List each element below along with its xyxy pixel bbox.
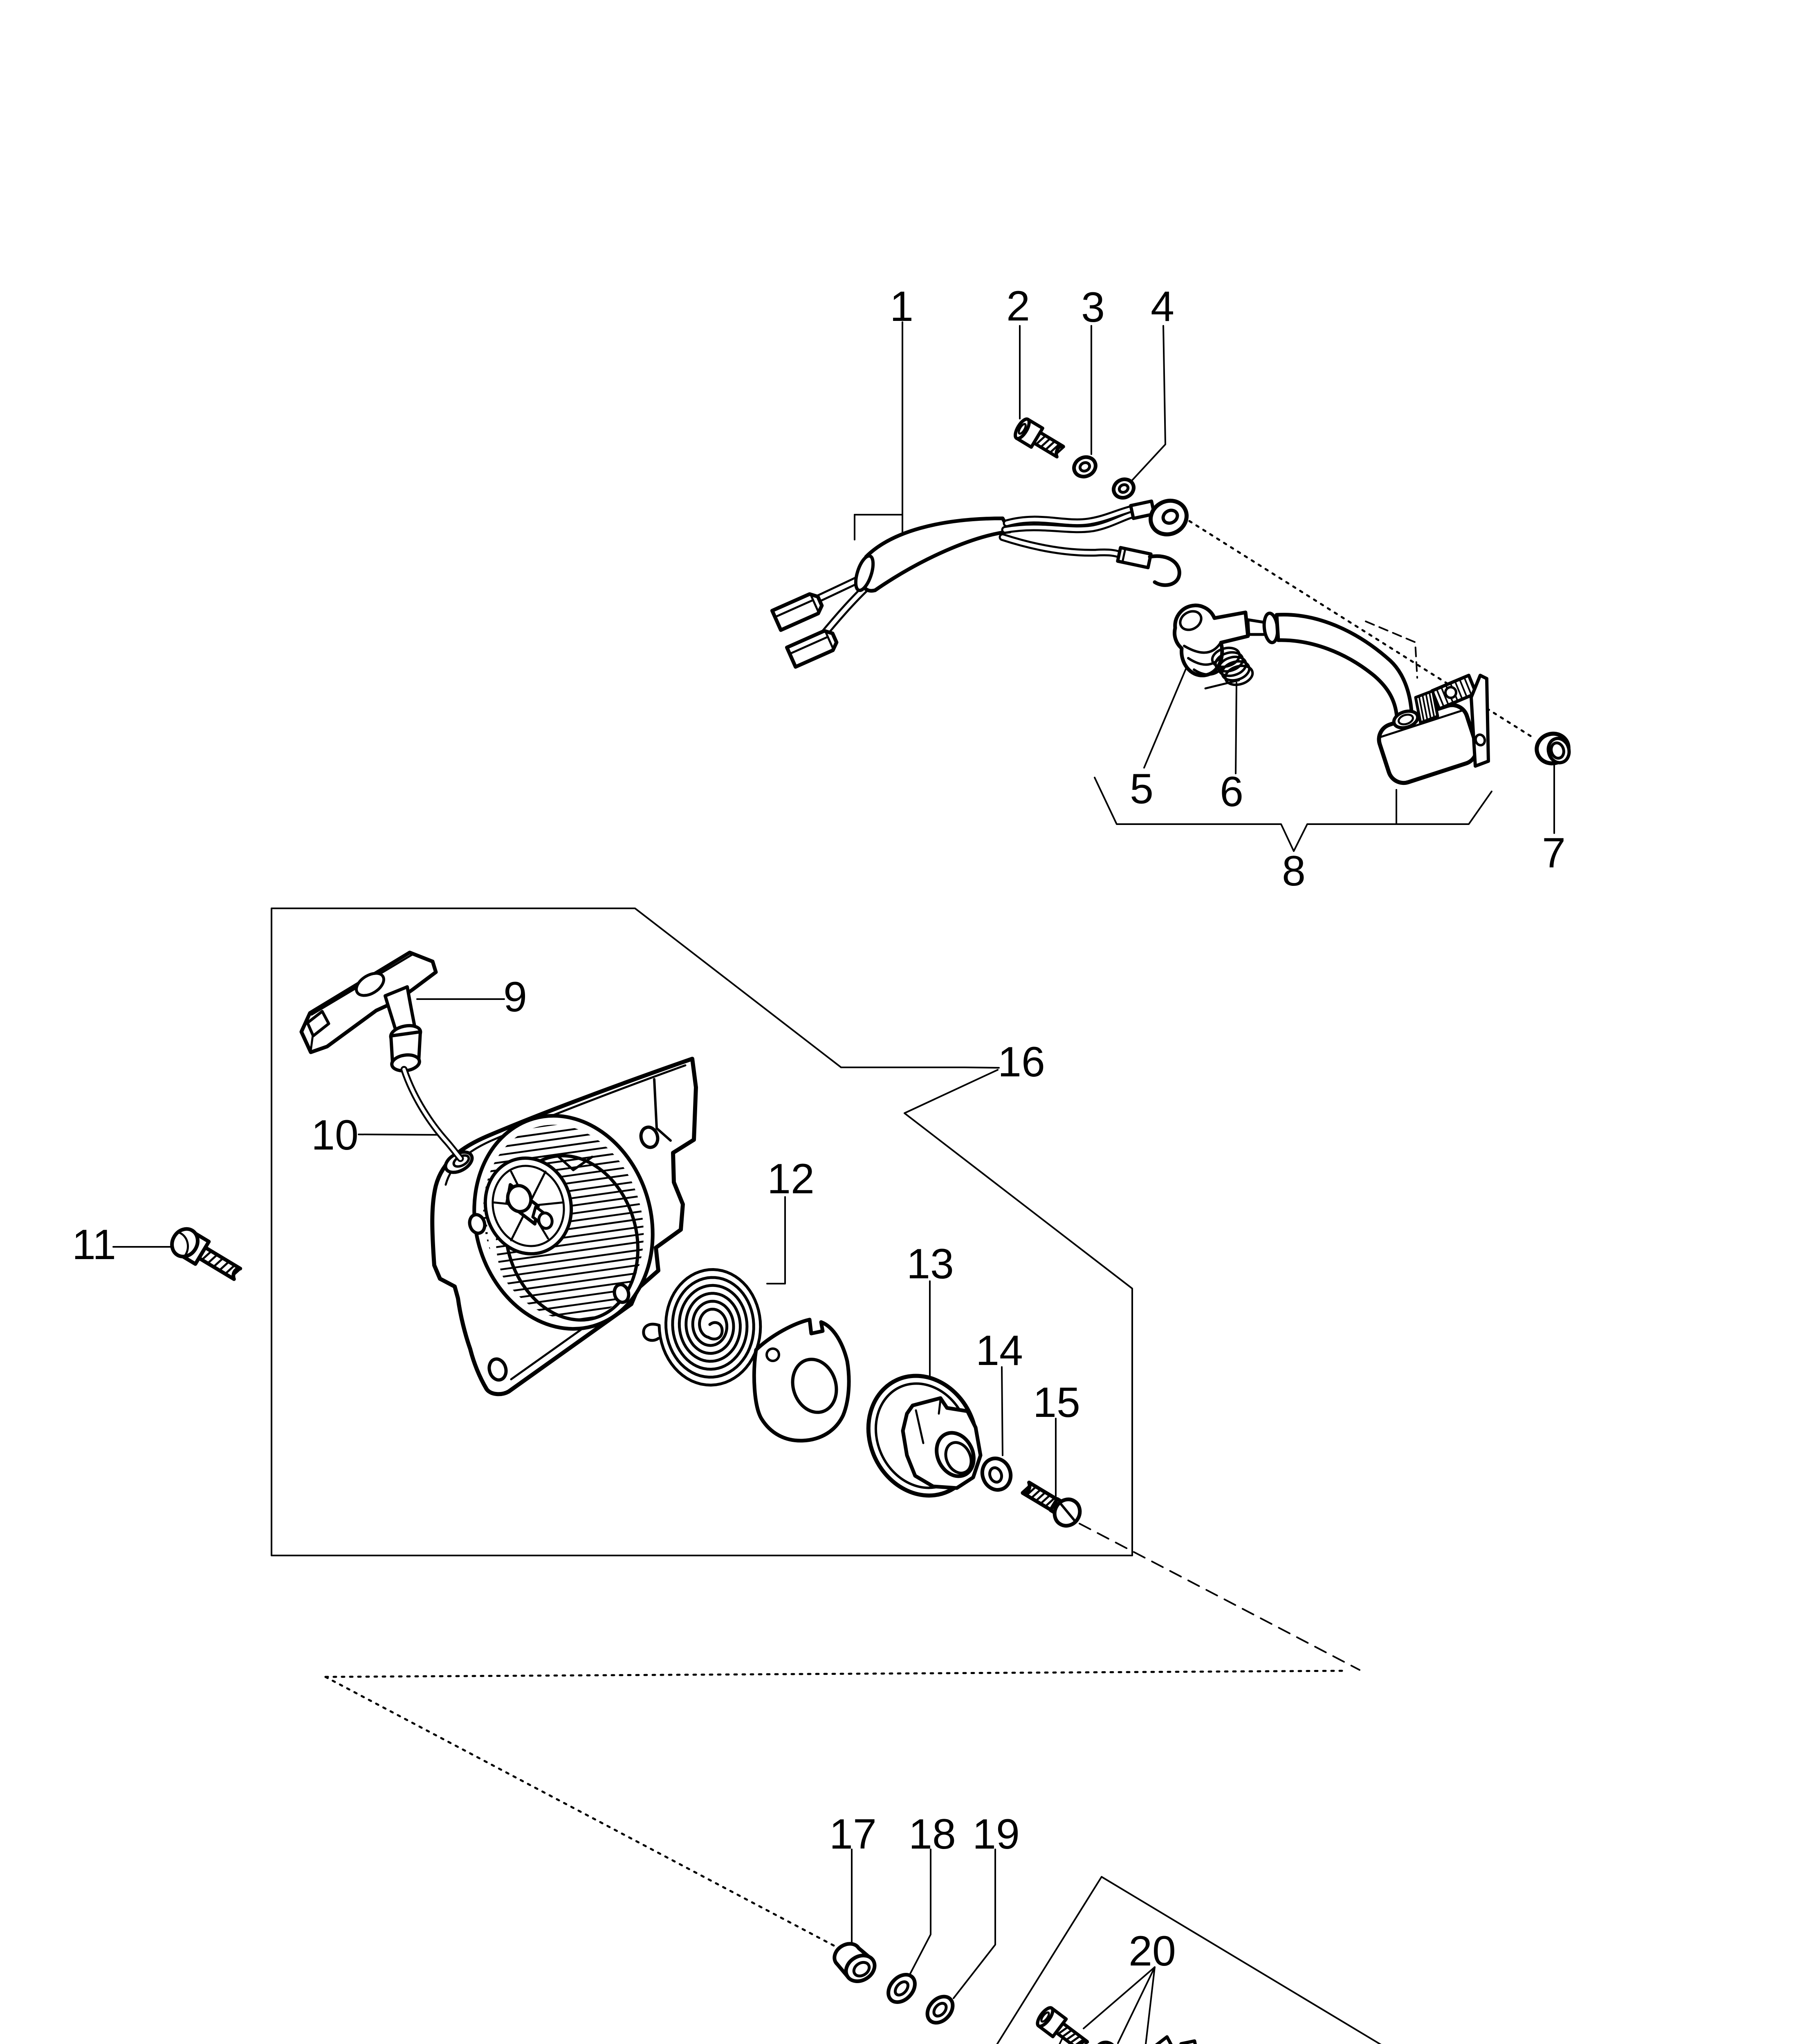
svg-text:20: 20 bbox=[1129, 1927, 1176, 1975]
svg-text:16: 16 bbox=[998, 1038, 1045, 1086]
svg-text:18: 18 bbox=[909, 1811, 956, 1858]
svg-text:7: 7 bbox=[1542, 829, 1566, 877]
svg-text:2: 2 bbox=[1006, 282, 1030, 330]
svg-text:1: 1 bbox=[890, 283, 913, 330]
svg-text:6: 6 bbox=[1220, 768, 1243, 816]
svg-text:11: 11 bbox=[72, 1221, 116, 1269]
svg-text:8: 8 bbox=[1282, 847, 1306, 895]
svg-text:19: 19 bbox=[972, 1811, 1020, 1858]
svg-text:4: 4 bbox=[1151, 283, 1174, 330]
svg-text:10: 10 bbox=[311, 1112, 359, 1159]
svg-text:3: 3 bbox=[1081, 284, 1105, 331]
svg-text:9: 9 bbox=[503, 973, 527, 1021]
svg-text:13: 13 bbox=[907, 1240, 954, 1288]
svg-text:14: 14 bbox=[976, 1327, 1023, 1374]
svg-text:17: 17 bbox=[829, 1811, 877, 1858]
svg-text:12: 12 bbox=[767, 1155, 815, 1203]
svg-text:15: 15 bbox=[1033, 1379, 1080, 1426]
svg-text:5: 5 bbox=[1130, 765, 1153, 813]
